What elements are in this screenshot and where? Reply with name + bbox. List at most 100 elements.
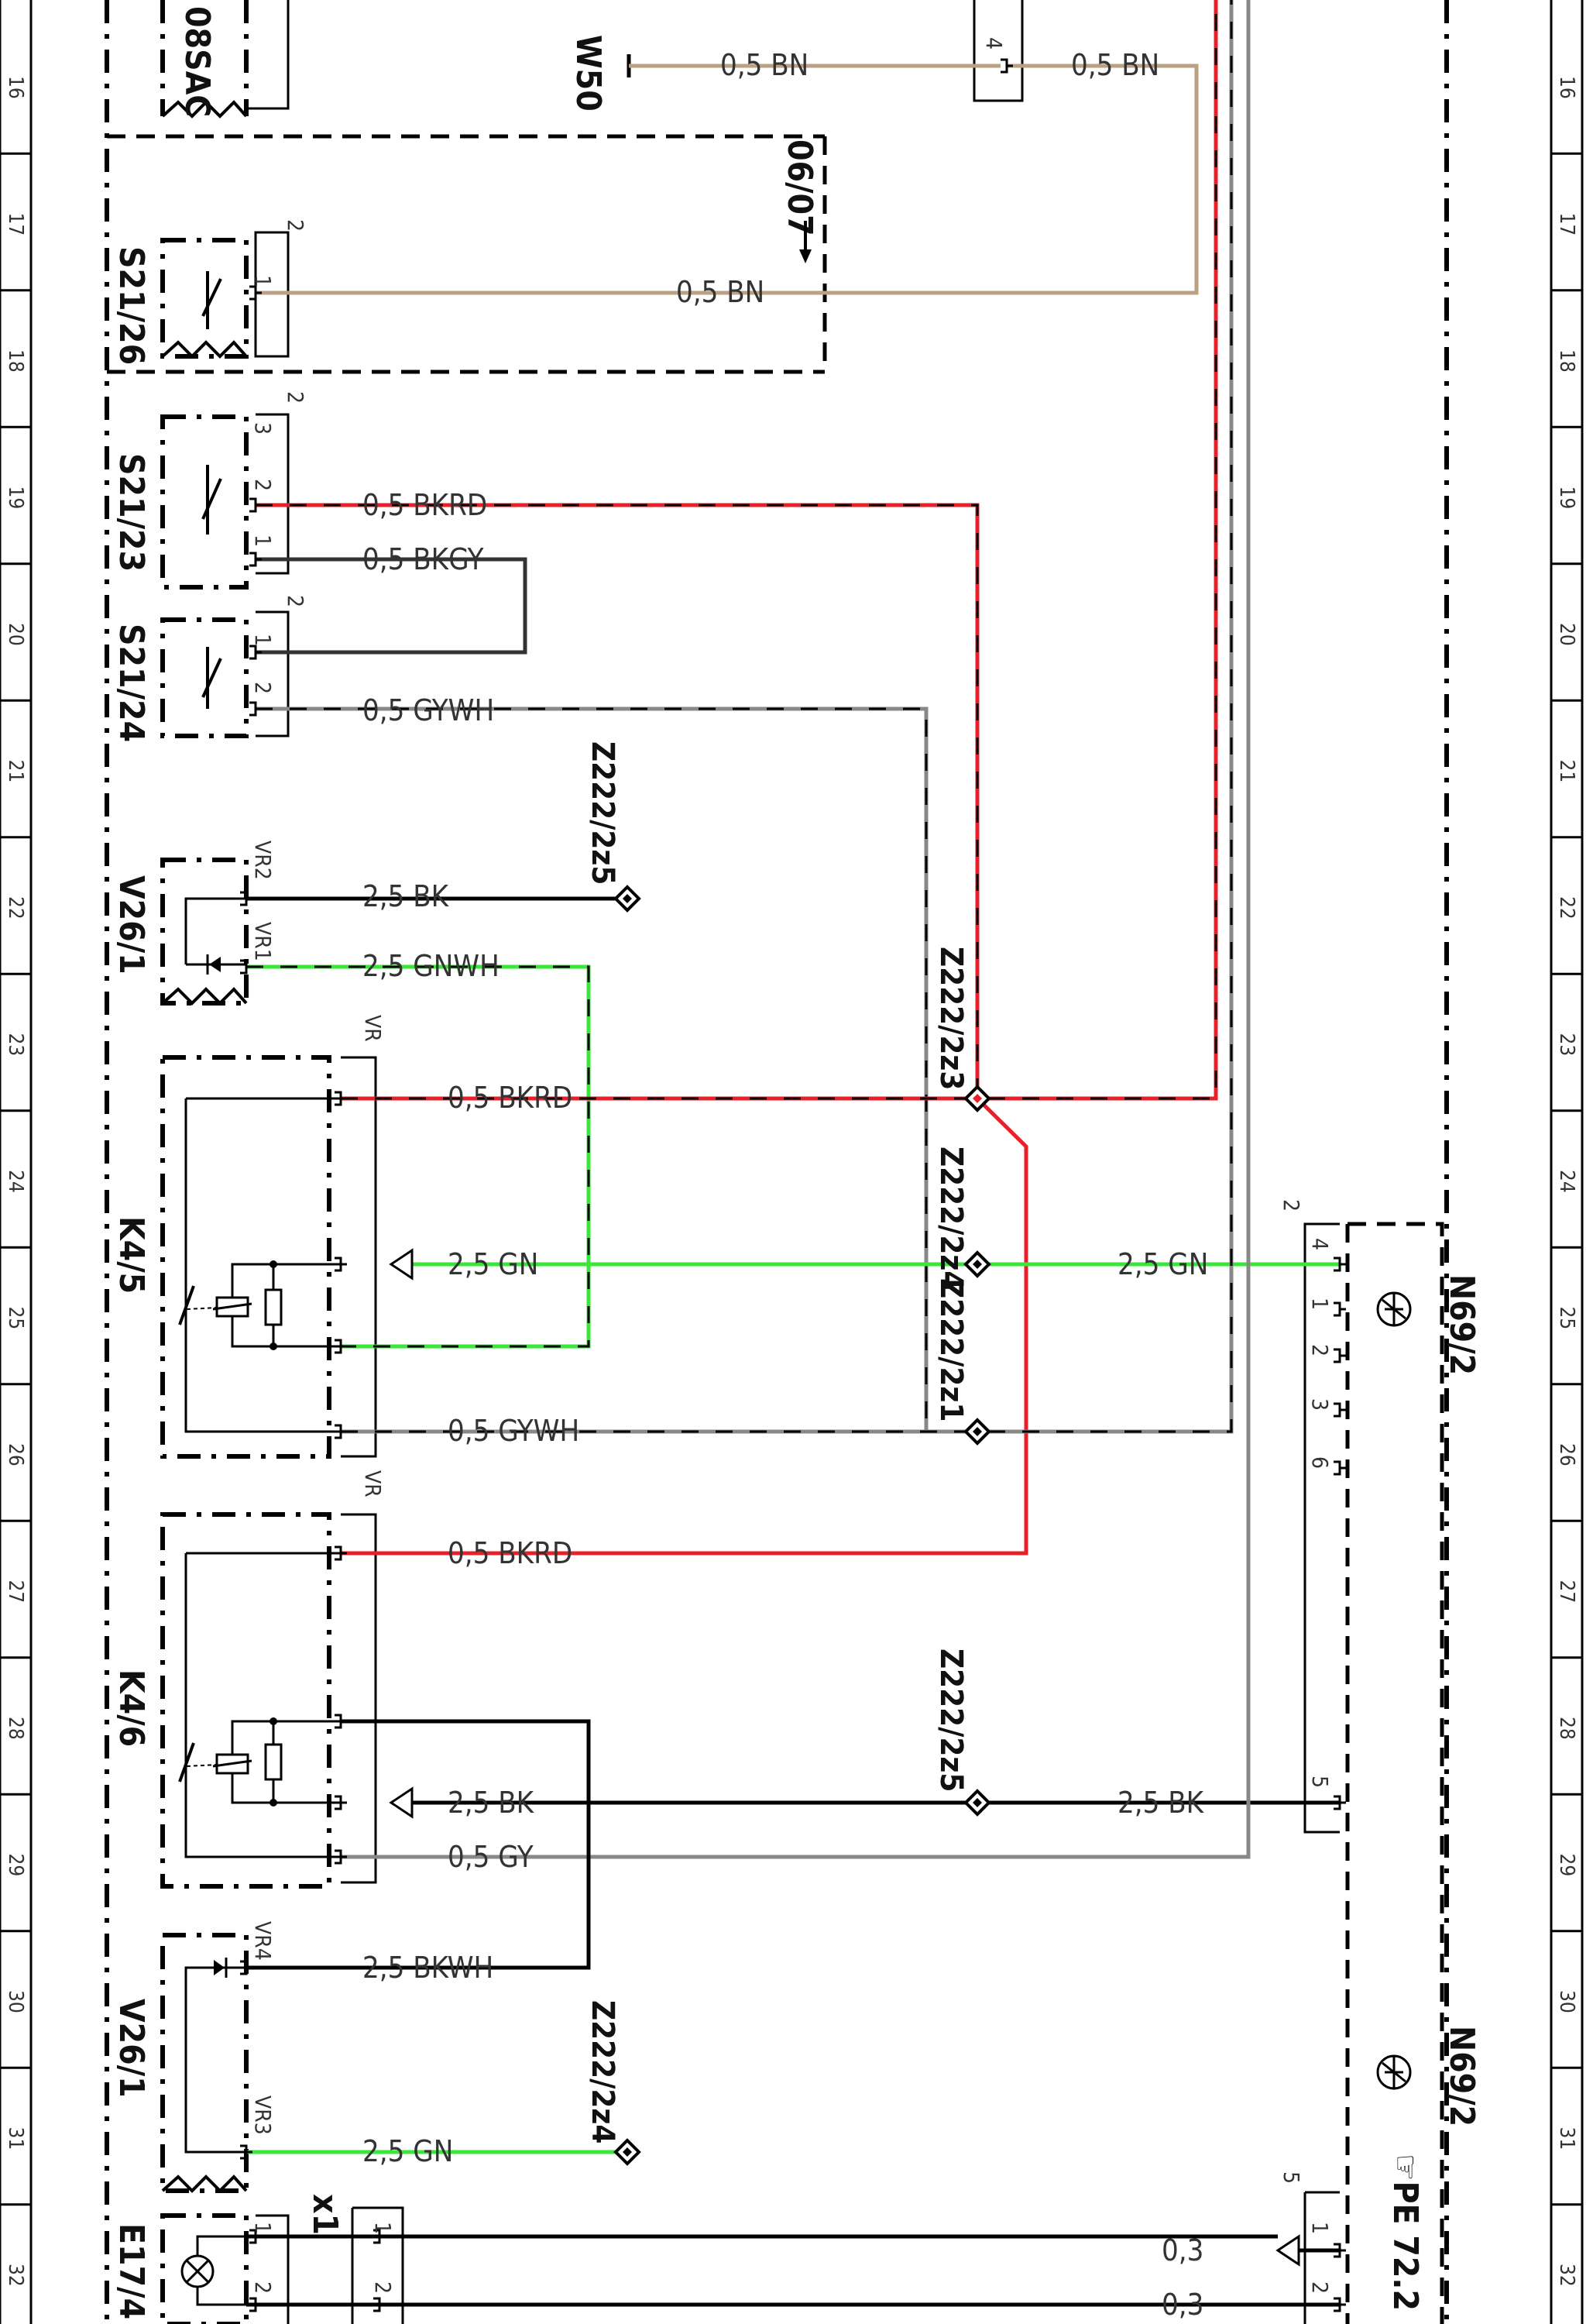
terminal-mark <box>1334 2297 1346 2312</box>
wire <box>341 0 1251 1859</box>
pin-label: 2 <box>250 682 276 694</box>
terminal-mark <box>249 285 262 301</box>
wire-label: 2,5 BKWH <box>362 1951 493 1985</box>
grid-number: 22 <box>1555 896 1578 920</box>
pin-label: 1 <box>250 275 276 287</box>
label-e17-4: E17/4 <box>112 2223 151 2319</box>
pin-label: 6 <box>1307 1456 1333 1469</box>
wire <box>246 1719 591 1970</box>
terminal-mark <box>335 1339 347 1354</box>
terminal-mark <box>1334 1257 1346 1272</box>
ground-markers <box>389 1248 1300 2267</box>
wire-label: 0,5 BKRD <box>362 488 487 522</box>
wire-label: 0,3 <box>1162 2288 1203 2322</box>
wire-tracer <box>246 965 590 1348</box>
wire-label: 2,5 GN <box>448 1247 538 1281</box>
terminal-mark <box>1334 2243 1346 2258</box>
splice-labels: Z222/2z5 Z222/2z3 Z222/2z4 Z222/2z1 Z222… <box>585 741 969 2144</box>
connector-w50: W50 <box>568 0 1024 112</box>
wire-tracer <box>341 0 1233 1433</box>
component-n69-2-top: N69/2 <box>1303 1222 1481 2324</box>
grid-number: 25 <box>4 1307 27 1330</box>
wire-label: 2,5 GNWH <box>362 949 500 983</box>
pin-labels: 4 2 1 2 3 2 1 2 1 2 VR2 VR1 VR VR VR4 VR… <box>250 37 1333 2294</box>
grid-number: 17 <box>4 213 27 236</box>
pin-label: 1 <box>250 2222 276 2234</box>
wire-label: 0,5 BKRD <box>448 1536 572 1570</box>
grid-number: 26 <box>4 1443 27 1466</box>
grid-number: 23 <box>1555 1033 1578 1057</box>
grid-number: 16 <box>4 76 27 99</box>
grid-number: 29 <box>4 1854 27 1877</box>
wire <box>341 1097 1028 1556</box>
grid-number: 23 <box>4 1033 27 1057</box>
terminal-mark <box>1334 1348 1346 1363</box>
pin-label: 3 <box>1307 1398 1333 1411</box>
component-08sac: 08SAC <box>160 0 290 119</box>
grid-number: 22 <box>4 896 27 920</box>
component-s21-24: S21/24 <box>112 610 290 742</box>
pin-label: 1 <box>370 2222 396 2234</box>
wire-labels: 0,5 BN 0,5 BN 0,5 BN 0,5 BKRD 0,5 BKGY 0… <box>362 48 1208 2322</box>
label-x1: x1 <box>305 2194 345 2235</box>
note-06-07: 06/07 <box>780 139 819 263</box>
splice-dot <box>623 2147 632 2157</box>
label-s21-23: S21/23 <box>112 453 151 572</box>
pin-label: VR1 <box>250 922 276 961</box>
terminal-mark <box>249 2229 262 2244</box>
splice-label: Z222/2z5 <box>933 1648 969 1792</box>
pin-label: 2 <box>250 479 276 491</box>
wire-tracer <box>341 0 1217 1100</box>
wire <box>256 557 527 655</box>
terminal-mark <box>335 1849 347 1865</box>
pin-label: 1 <box>250 535 276 547</box>
wire-tracer <box>256 504 979 1098</box>
grid-number: 16 <box>1555 76 1578 99</box>
label-s21-26: S21/26 <box>112 246 151 365</box>
splice-dot <box>973 1260 982 1269</box>
terminal-mark <box>335 1714 347 1729</box>
splice-dot <box>973 1094 982 1103</box>
terminal-mark <box>240 2144 252 2160</box>
pin-label: 2 <box>283 219 308 232</box>
grid-number: 24 <box>4 1170 27 1193</box>
terminal-mark <box>335 1545 347 1561</box>
grid-number: 18 <box>4 349 27 373</box>
pin-label: 2 <box>250 2281 276 2294</box>
wire-label: 0,5 BN <box>676 275 764 309</box>
grid-number: 19 <box>4 486 27 510</box>
terminal-mark <box>240 1960 252 1975</box>
grid-number: 29 <box>1555 1854 1578 1877</box>
grid-number: 27 <box>4 1580 27 1604</box>
pin-label: 2 <box>283 595 308 607</box>
pin-label: 1 <box>1307 1298 1333 1310</box>
pin-label: 2 <box>1279 1199 1304 1212</box>
splice-label: Z222/2z4 <box>585 2000 620 2144</box>
ground-arrow-icon <box>1275 2234 1300 2267</box>
component-n69-2-bottom: N69/2 ☞PE 72.2 <box>1303 2026 1481 2324</box>
label-w50: W50 <box>568 35 608 112</box>
component-k4-5: K4/5 <box>112 1055 377 1459</box>
grid-number: 21 <box>1555 760 1578 783</box>
terminal-mark <box>373 2297 386 2312</box>
grid-number: 28 <box>1555 1717 1578 1740</box>
pin-label: 5 <box>1307 1776 1333 1788</box>
label-k4-6: K4/6 <box>112 1669 151 1747</box>
grid-number: 20 <box>4 623 27 646</box>
splice-label: Z222/2z5 <box>585 741 620 885</box>
pin-label: 1 <box>1307 2222 1333 2234</box>
grid-number: 26 <box>1555 1443 1578 1466</box>
note-label: 06/07 <box>780 139 819 236</box>
terminal-mark <box>240 891 252 906</box>
grid-number: 25 <box>1555 1307 1578 1330</box>
pin-label: VR4 <box>250 1921 276 1961</box>
component-s21-23: S21/23 <box>112 413 290 590</box>
grid-number: 32 <box>1555 2264 1578 2287</box>
ground-arrow-icon <box>389 1786 414 1819</box>
label-v26-1-top: V26/1 <box>112 875 151 975</box>
pin-label: 2 <box>1307 2281 1333 2294</box>
terminal-mark <box>249 645 262 660</box>
wires <box>246 0 1340 2307</box>
wire-label: 0,5 GY <box>448 1840 534 1874</box>
